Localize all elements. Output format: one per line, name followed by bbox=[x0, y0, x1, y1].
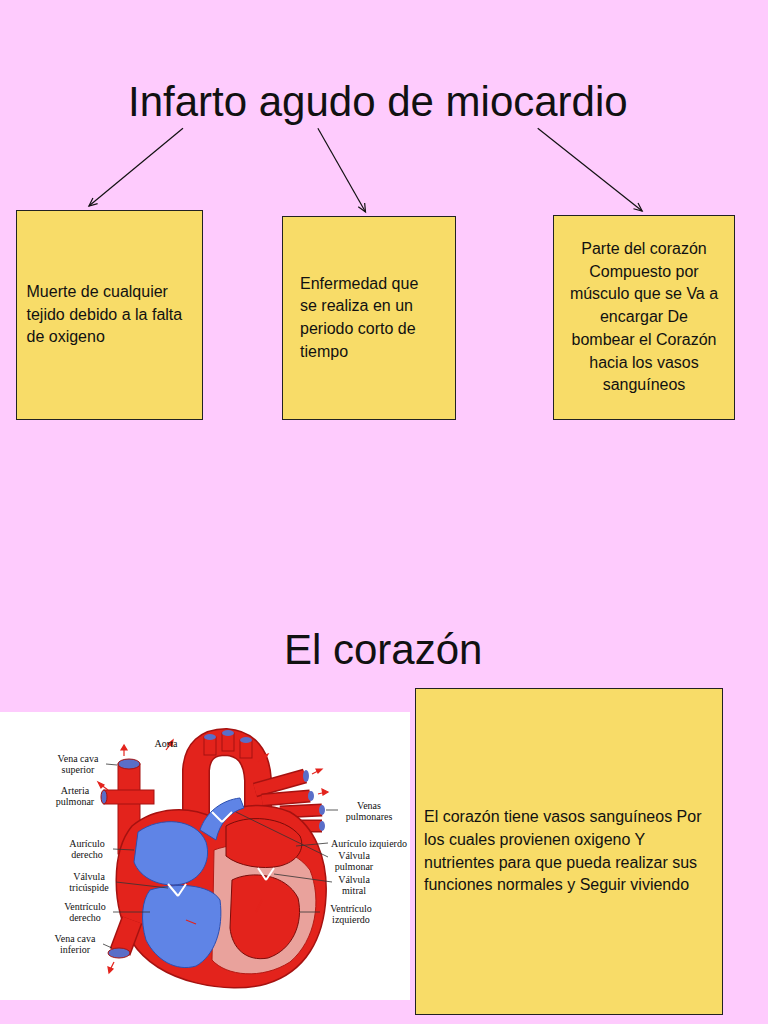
part-label: Arteria pulmonar bbox=[50, 785, 100, 807]
part-label: Ventrículo derecho bbox=[58, 901, 112, 923]
part-label: Aurículo izquierdo bbox=[330, 838, 408, 849]
heart-drawing bbox=[98, 730, 328, 988]
part-label: Venas pulmonares bbox=[340, 800, 398, 822]
title-text: Infarto agudo de miocardio bbox=[128, 78, 628, 126]
part-label: Válvula pulmonar bbox=[330, 850, 378, 872]
part-label: Válvula mitral bbox=[334, 874, 374, 896]
arrow-head bbox=[89, 198, 98, 206]
part-label: Vena cava superior bbox=[52, 753, 104, 775]
connector-line bbox=[89, 128, 183, 206]
arrow-connector bbox=[89, 128, 183, 206]
arrow-connector bbox=[538, 128, 642, 211]
title-node: Infarto agudo de miocardio bbox=[128, 78, 628, 126]
part-label: Vena cava inferior bbox=[48, 933, 102, 955]
box-text: Parte del corazón Compuesto por músculo … bbox=[569, 238, 719, 397]
box-text: Enfermedad que se realiza en un periodo … bbox=[300, 273, 438, 364]
definition-box: Parte del corazón Compuesto por músculo … bbox=[553, 215, 735, 420]
arrow-connector bbox=[318, 128, 366, 212]
part-label: Válvula tricúspide bbox=[64, 871, 114, 893]
definition-box: Enfermedad que se realiza en un periodo … bbox=[282, 216, 456, 420]
arrow-head bbox=[633, 203, 642, 211]
section-heading: El corazón bbox=[284, 626, 482, 674]
illustration-ground bbox=[0, 712, 410, 1000]
part-label: Aorta bbox=[146, 738, 186, 749]
box-text: El corazón tiene vasos sanguíneos Por lo… bbox=[424, 806, 714, 897]
arrow-head bbox=[358, 203, 365, 212]
box-text: Muerte de cualquier tejido debido a la f… bbox=[27, 281, 193, 349]
part-label: Aurículo derecho bbox=[62, 838, 112, 860]
part-label: Ventrículo izquierdo bbox=[322, 903, 380, 925]
info-box: El corazón tiene vasos sanguíneos Por lo… bbox=[415, 688, 723, 1015]
connector-line bbox=[538, 128, 642, 211]
definition-box: Muerte de cualquier tejido debido a la f… bbox=[16, 210, 203, 420]
leader-lines bbox=[102, 764, 338, 948]
connector-line bbox=[318, 128, 366, 212]
